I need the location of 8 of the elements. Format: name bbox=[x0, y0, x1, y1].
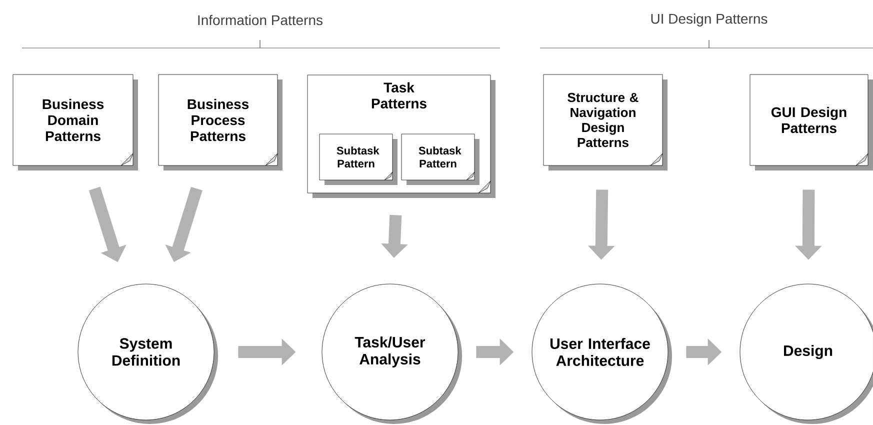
pattern-sheet: Structure & Navigation Design Patterns bbox=[543, 74, 668, 170]
pattern-sheet: Subtask Pattern bbox=[319, 134, 398, 185]
group-heading: Information Patterns bbox=[198, 14, 322, 26]
pattern-sheet: Business Domain Patterns bbox=[12, 74, 138, 170]
pattern-sheet: GUI Design Patterns bbox=[750, 74, 873, 170]
pattern-sheet: Business Process Patterns bbox=[158, 74, 282, 170]
pattern-sheet: Subtask Pattern bbox=[401, 134, 480, 185]
group-heading: UI Design Patterns bbox=[651, 13, 768, 27]
